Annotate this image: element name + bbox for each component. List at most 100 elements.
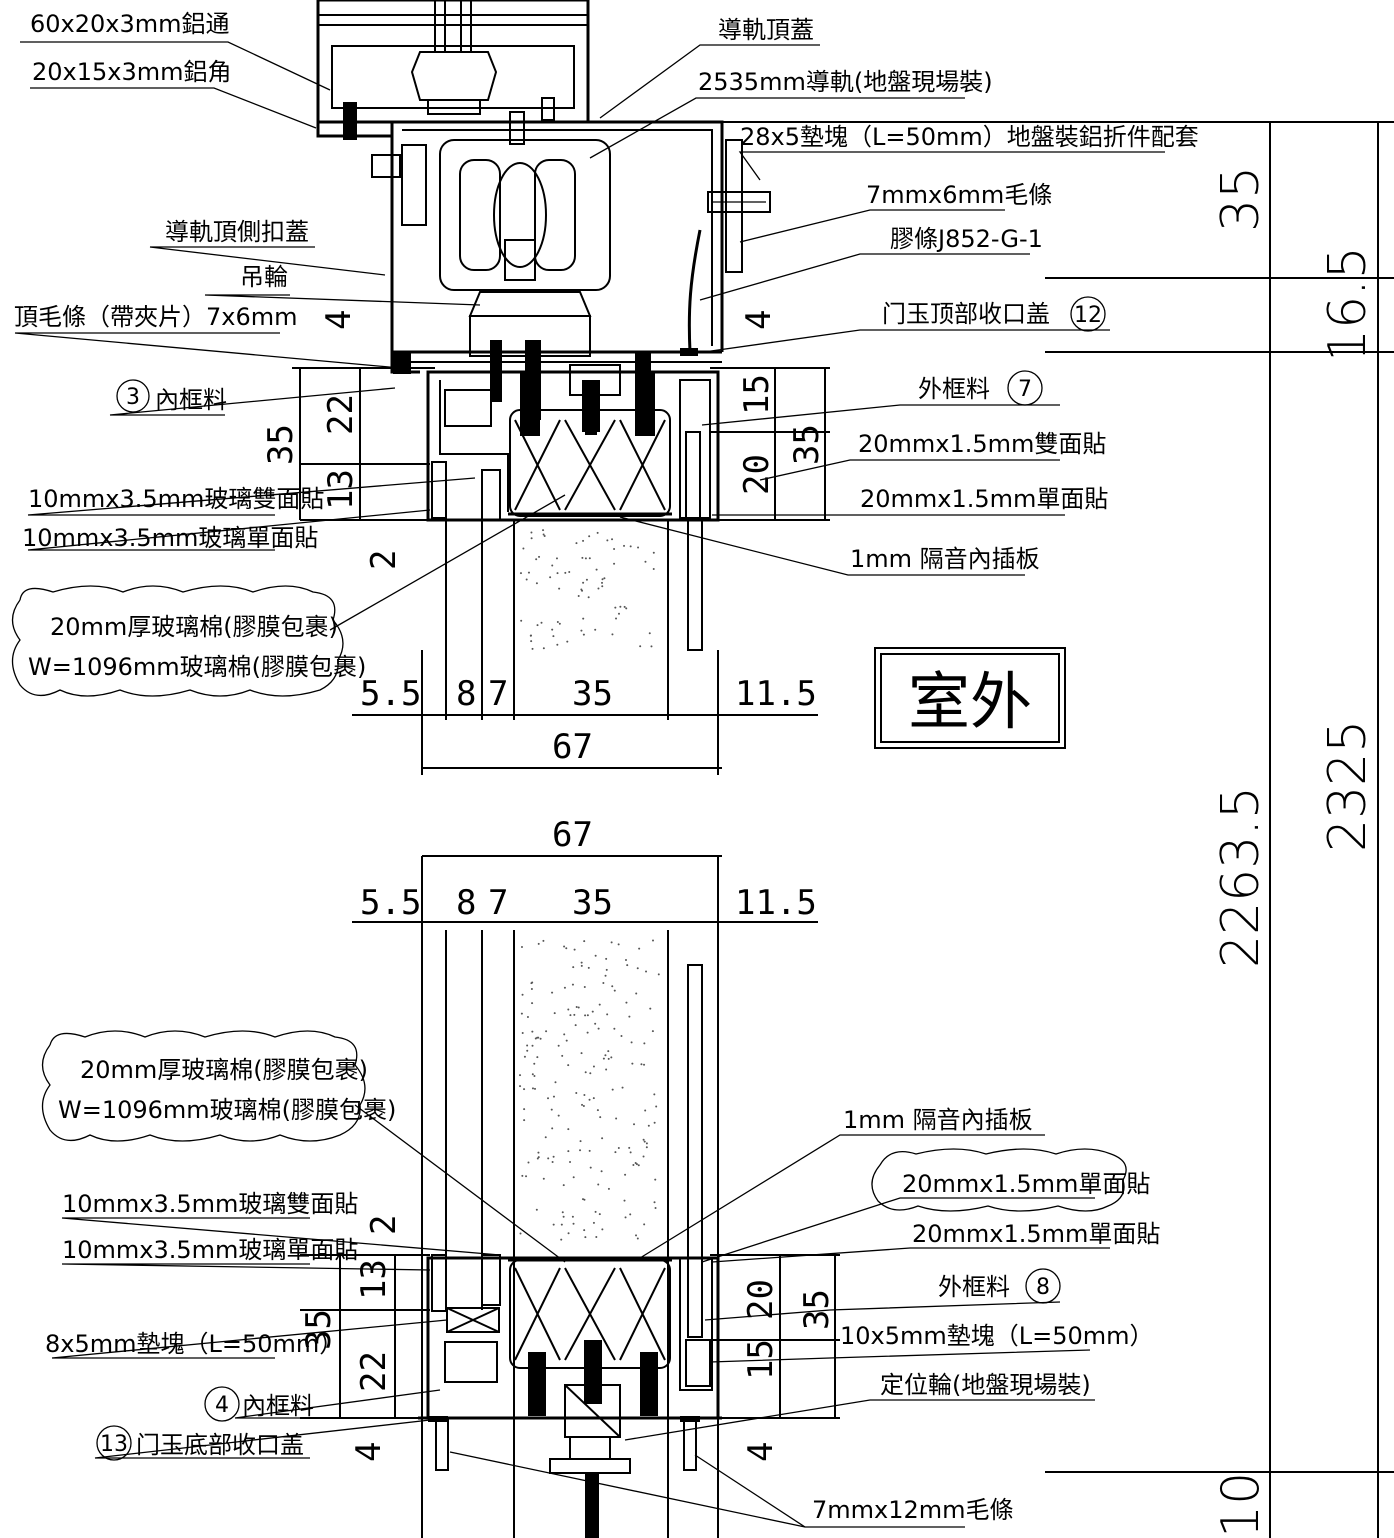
wool-dot	[571, 1215, 574, 1218]
wool-dot	[628, 1146, 631, 1149]
dim-top-15: 15	[737, 374, 777, 415]
label-glasswool-2: W=1096mm玻璃棉(膠膜包裹)	[28, 653, 366, 681]
dim-b-35b: 35	[797, 1289, 837, 1330]
wool-dot	[523, 1119, 526, 1122]
dim-b-w55: 5.5	[360, 883, 421, 923]
label-shim-28x5: 28x5墊塊（L=50mm）地盤裝鋁折件配套	[740, 123, 1199, 151]
wool-dot	[647, 1124, 650, 1127]
wool-dot	[583, 940, 586, 943]
wool-dot	[569, 1160, 572, 1163]
wool-dot	[521, 993, 524, 996]
wool-dot	[588, 557, 591, 560]
wool-dot	[629, 1151, 632, 1154]
wool-dot	[567, 1150, 570, 1153]
dim-top-w7: 7	[488, 674, 508, 714]
label-outer-frame-7-num: 7	[1018, 377, 1032, 402]
wool-dot	[583, 1198, 586, 1201]
wool-dot	[650, 645, 653, 648]
wool-dot	[526, 1044, 529, 1047]
dim-top-w115: 11.5	[735, 674, 817, 714]
wool-dot	[574, 1024, 577, 1027]
wool-dot	[597, 587, 600, 590]
wool-dot	[556, 572, 559, 575]
wool-dot	[599, 1116, 602, 1119]
wool-dot	[635, 1163, 638, 1166]
label-insert-plate: 1mm 隔音內插板	[850, 545, 1040, 573]
dim-top-20: 20	[737, 454, 777, 495]
wool-dot	[563, 986, 566, 989]
wool-dot	[584, 1236, 587, 1239]
wool-dot	[522, 547, 525, 550]
wool-dot	[653, 1121, 656, 1124]
label-inner-frame-3: 內框料	[155, 386, 227, 414]
wool-dot	[623, 544, 626, 547]
wool-dot	[629, 1213, 632, 1216]
wool-dot	[523, 1088, 526, 1091]
dimension-lines	[292, 121, 1394, 1538]
wool-dot	[588, 1098, 591, 1101]
wool-dot	[585, 578, 588, 581]
wool-dot	[531, 1030, 534, 1033]
wool-dot	[530, 982, 533, 985]
wool-dot	[592, 1221, 595, 1224]
wool-dot	[594, 1022, 597, 1025]
wool-dot	[558, 622, 561, 625]
wool-dot	[557, 1044, 560, 1047]
wool-dot	[583, 985, 586, 988]
dim-top-w55: 5.5	[360, 674, 421, 714]
wool-dot	[582, 1105, 585, 1108]
wool-dot	[643, 1042, 646, 1045]
label-alu-angle: 20x15x3mm鋁角	[32, 58, 232, 86]
wool-dot	[589, 1072, 592, 1075]
dim-right-2325: 2325	[1318, 720, 1378, 852]
wool-dot	[547, 1097, 550, 1100]
wool-dot	[643, 1223, 646, 1226]
wool-dot	[560, 1238, 563, 1241]
dimension-texts: 4 4 22 35 13 2 15 35 20 5.5 8 7 35 11.5 …	[261, 166, 1378, 1538]
wool-dot	[556, 643, 559, 646]
wool-dot	[535, 1208, 538, 1211]
wool-dot	[657, 973, 660, 976]
wool-dot	[645, 1142, 648, 1145]
wool-dot	[621, 1086, 624, 1089]
wool-dot	[552, 1223, 555, 1226]
wool-dot	[582, 617, 585, 620]
wool-dot	[520, 1012, 523, 1015]
label-tape-single-20: 20mmx1.5mm單面貼	[860, 485, 1108, 513]
wool-dot	[543, 535, 546, 538]
dim-b-35a: 35	[299, 1309, 339, 1350]
wool-dot	[523, 1108, 526, 1111]
wool-dot	[584, 557, 587, 560]
wool-dot	[538, 555, 541, 558]
wool-dot	[606, 1013, 609, 1016]
wool-dot	[595, 568, 598, 571]
cloud-callouts	[11, 585, 1127, 1212]
wool-dot	[567, 1064, 570, 1067]
wool-dot	[530, 531, 533, 534]
dim-right-16-5: 16.5	[1318, 246, 1378, 362]
wool-dot	[535, 558, 538, 561]
wool-dot	[596, 531, 599, 534]
outdoor-label-box: 室外	[874, 647, 1066, 749]
wool-dot	[568, 571, 571, 574]
wool-dot	[537, 1156, 540, 1159]
wool-dot	[525, 1175, 528, 1178]
wool-dot	[561, 1211, 564, 1214]
wool-dot	[642, 1155, 645, 1158]
wool-dot	[533, 1087, 536, 1090]
wool-dot	[613, 1027, 616, 1030]
label-gasket: 膠條J852-G-1	[890, 225, 1043, 253]
wool-dot	[533, 1062, 536, 1065]
label-b-tape-double-10: 10mmx3.5mm玻璃雙面貼	[62, 1190, 358, 1218]
wool-dot	[638, 947, 641, 950]
wool-dot	[535, 582, 538, 585]
dim-b-13: 13	[354, 1259, 394, 1300]
bottom-door-frame	[418, 856, 722, 1538]
wool-dot	[569, 1014, 572, 1017]
wool-dot	[555, 557, 558, 560]
wool-dot	[566, 640, 569, 643]
wool-dot	[603, 577, 606, 580]
outdoor-label: 室外	[908, 665, 1032, 738]
label-b-shim-10x5: 10x5mm墊塊（L=50mm）	[840, 1322, 1154, 1350]
